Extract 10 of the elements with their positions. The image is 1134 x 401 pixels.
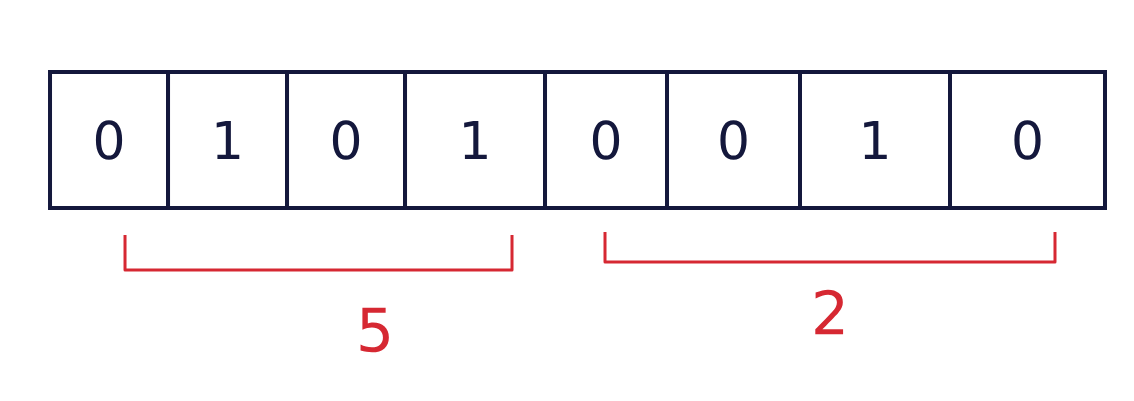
- bit-cell: 1: [403, 70, 547, 210]
- bracket-label: 2: [815, 289, 844, 335]
- bit-cell: 1: [798, 70, 952, 210]
- bit-cell: 0: [948, 70, 1107, 210]
- bit-cell: 0: [48, 70, 170, 210]
- bit-cell: 0: [543, 70, 669, 210]
- bit-cell: 1: [166, 70, 289, 210]
- bit-cell: 0: [285, 70, 407, 210]
- bracket-label: 5: [360, 307, 389, 353]
- bit-cell: 0: [665, 70, 802, 210]
